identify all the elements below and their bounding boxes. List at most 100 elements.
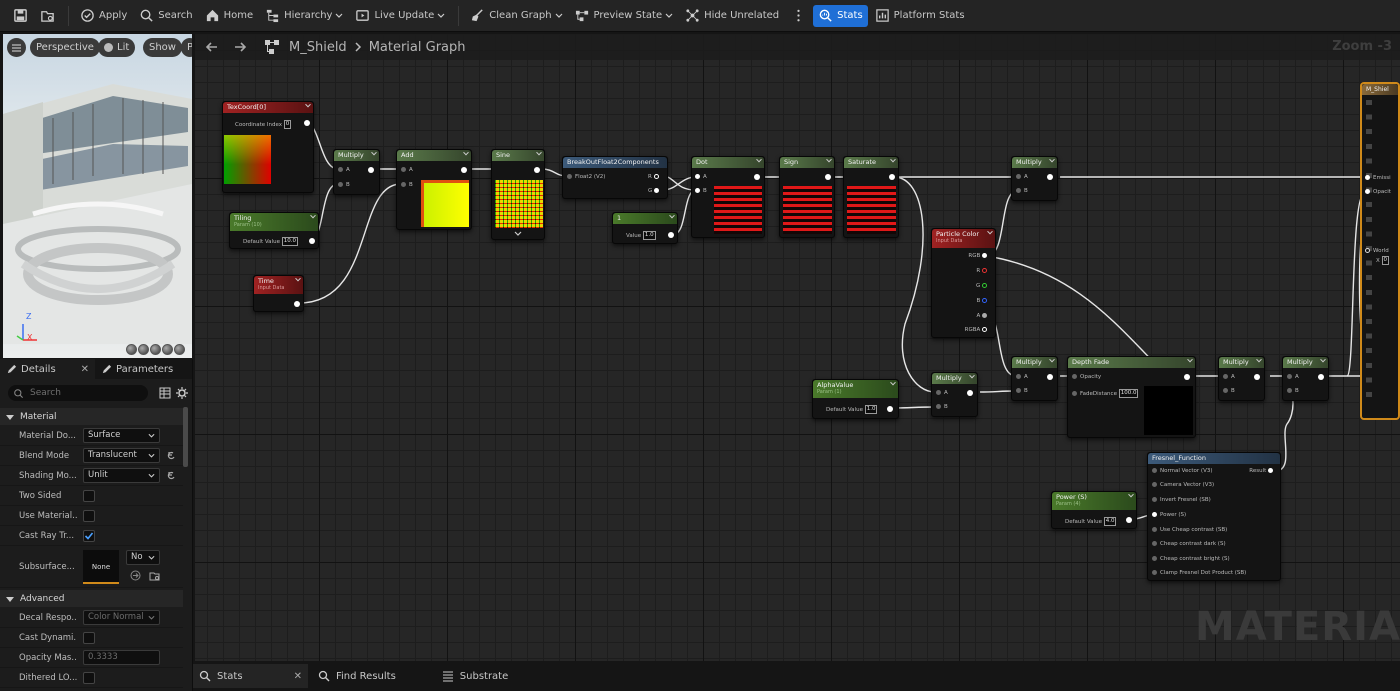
fresnel-invert-pin[interactable]: Invert Fresnel (SB) bbox=[1152, 497, 1211, 504]
platform-stats-button[interactable]: Platform Stats bbox=[870, 5, 970, 27]
browse-button[interactable] bbox=[35, 5, 60, 27]
multiply-pin-a[interactable]: A bbox=[936, 390, 948, 397]
add-node[interactable]: Add A B bbox=[396, 149, 472, 230]
breakout-g-pin[interactable]: G bbox=[648, 188, 662, 195]
constant-output-pin[interactable] bbox=[668, 232, 674, 238]
saturate-output-pin[interactable] bbox=[889, 174, 895, 180]
use-selected-icon[interactable] bbox=[130, 570, 141, 581]
hide-unrelated-button[interactable]: Hide Unrelated bbox=[680, 5, 784, 27]
multiply-pin-a[interactable]: A bbox=[338, 167, 350, 174]
dot-output-pin[interactable] bbox=[754, 174, 760, 180]
table-view-icon[interactable] bbox=[159, 387, 171, 399]
multiply-node[interactable]: Multiply A B bbox=[931, 372, 978, 417]
more-options-button[interactable] bbox=[786, 5, 811, 27]
show-button[interactable]: Show bbox=[143, 38, 182, 57]
perspective-button[interactable]: Perspective bbox=[30, 38, 100, 57]
depth-fade-opacity-pin[interactable]: Opacity bbox=[1072, 374, 1101, 381]
tab-stats[interactable]: Stats ✕ bbox=[193, 664, 308, 688]
fresnel-result-pin[interactable]: Result bbox=[1249, 468, 1276, 475]
multiply-pin-a[interactable]: A bbox=[1223, 374, 1235, 381]
forward-arrow-icon[interactable] bbox=[233, 40, 247, 54]
preview-mesh-selector[interactable] bbox=[126, 344, 185, 355]
multiply-pin-b[interactable]: B bbox=[1016, 388, 1028, 395]
add-pin-b[interactable]: B bbox=[401, 182, 413, 189]
dot-pin-b[interactable]: B bbox=[695, 188, 707, 195]
fresnel-contrast-dark-pin[interactable]: Cheap contrast dark (S) bbox=[1152, 541, 1226, 548]
multiply-output-pin[interactable] bbox=[1047, 174, 1053, 180]
multiply-output-pin[interactable] bbox=[967, 390, 973, 396]
depth-fade-node[interactable]: Depth Fade Opacity FadeDistance 100.0 bbox=[1067, 356, 1196, 438]
reset-arrow-icon[interactable] bbox=[166, 451, 176, 461]
multiply-output-pin[interactable] bbox=[1254, 374, 1260, 380]
tab-find-results[interactable]: Find Results bbox=[312, 664, 402, 688]
particle-a-pin[interactable]: A bbox=[976, 313, 990, 320]
multiply-pin-a[interactable]: A bbox=[1287, 374, 1299, 381]
saturate-node[interactable]: Saturate bbox=[843, 156, 899, 238]
particle-r-pin[interactable]: R bbox=[976, 268, 990, 275]
fresnel-camera-pin[interactable]: Camera Vector (V3) bbox=[1152, 482, 1214, 489]
multiply-node[interactable]: Multiply A B bbox=[1282, 356, 1329, 401]
opacity-mask-input[interactable]: 0.3333 bbox=[83, 650, 160, 665]
result-world-pin[interactable]: World bbox=[1365, 248, 1389, 255]
material-result-node[interactable]: M_Shiel Emissi Opacit World X 0 bbox=[1360, 82, 1400, 420]
power-node[interactable]: Power (S)Param (4) Default Value 4.0 bbox=[1051, 491, 1137, 529]
add-output-pin[interactable] bbox=[461, 167, 467, 173]
chevron-down-icon[interactable] bbox=[514, 231, 522, 237]
sign-output-pin[interactable] bbox=[825, 174, 831, 180]
texcoord-node[interactable]: TexCoord[0] Coordinate Index 0 bbox=[222, 101, 314, 193]
decal-response-combo[interactable]: Color Normal bbox=[83, 610, 160, 625]
particle-rgba-pin[interactable]: RGBA bbox=[965, 327, 990, 334]
breakout-input-pin[interactable]: Float2 (V2) bbox=[567, 174, 605, 181]
breakout-float2-node[interactable]: BreakOutFloat2Components Float2 (V2) R G bbox=[562, 156, 668, 199]
close-icon[interactable]: ✕ bbox=[80, 363, 89, 375]
multiply-node[interactable]: Multiply A B bbox=[1218, 356, 1265, 401]
depth-fade-distance-pin[interactable]: FadeDistance 100.0 bbox=[1072, 389, 1139, 398]
texcoord-output-pin[interactable] bbox=[304, 120, 310, 126]
preview-state-button[interactable]: Preview State bbox=[570, 5, 679, 27]
tab-details[interactable]: Details ✕ bbox=[0, 359, 95, 379]
tab-substrate[interactable]: Substrate bbox=[436, 664, 514, 688]
multiply-pin-b[interactable]: B bbox=[936, 404, 948, 411]
multiply-pin-b[interactable]: B bbox=[1287, 388, 1299, 395]
particle-b-pin[interactable]: B bbox=[976, 298, 990, 305]
multiply-node[interactable]: Multiply A B bbox=[333, 149, 380, 195]
fresnel-cheap-contrast-pin[interactable]: Use Cheap contrast (SB) bbox=[1152, 527, 1227, 534]
browse-icon[interactable] bbox=[149, 570, 160, 581]
material-graph-canvas[interactable]: M_Shield Material Graph Zoom -3 TexCoord… bbox=[195, 34, 1400, 661]
use-material-checkbox[interactable] bbox=[83, 510, 95, 522]
search-button[interactable]: Search bbox=[134, 5, 197, 27]
stats-toggle-button[interactable]: Stats bbox=[813, 4, 868, 27]
multiply-pin-a[interactable]: A bbox=[1016, 374, 1028, 381]
depth-fade-output-pin[interactable] bbox=[1184, 374, 1190, 380]
result-world-x-field[interactable]: X 0 bbox=[1376, 256, 1390, 265]
blend-mode-combo[interactable]: Translucent bbox=[83, 448, 160, 463]
add-pin-a[interactable]: A bbox=[401, 167, 413, 174]
clean-graph-button[interactable]: Clean Graph bbox=[465, 5, 567, 27]
viewport-cut-button[interactable]: P bbox=[181, 38, 192, 57]
depth-fade-distance-value[interactable]: 100.0 bbox=[1118, 389, 1139, 398]
breakout-r-pin[interactable]: R bbox=[648, 174, 662, 181]
hierarchy-button[interactable]: Hierarchy bbox=[260, 5, 348, 27]
tab-parameters[interactable]: Parameters bbox=[95, 359, 179, 379]
fresnel-power-pin[interactable]: Power (S) bbox=[1152, 512, 1186, 519]
home-button[interactable]: Home bbox=[200, 5, 259, 27]
tiling-output-pin[interactable] bbox=[309, 238, 315, 244]
multiply-pin-b[interactable]: B bbox=[1016, 188, 1028, 195]
subsurface-thumbnail[interactable]: None bbox=[83, 550, 119, 584]
subsurface-combo[interactable]: No bbox=[126, 550, 160, 565]
multiply-output-pin[interactable] bbox=[1318, 374, 1324, 380]
multiply-pin-a[interactable]: A bbox=[1016, 174, 1028, 181]
breadcrumb-asset[interactable]: M_Shield bbox=[289, 39, 347, 55]
section-material[interactable]: Material bbox=[0, 408, 183, 425]
multiply-node[interactable]: Multiply A B bbox=[1011, 156, 1058, 201]
particle-rgb-pin[interactable]: RGB bbox=[968, 253, 990, 260]
lit-button[interactable]: Lit bbox=[98, 38, 136, 57]
result-emissive-pin[interactable]: Emissi bbox=[1365, 175, 1391, 182]
preview-viewport[interactable]: Perspective Lit Show P Z X bbox=[3, 34, 192, 358]
alpha-default-value[interactable]: 1.0 bbox=[864, 405, 878, 414]
multiply-pin-b[interactable]: B bbox=[338, 182, 350, 189]
time-output-pin[interactable] bbox=[294, 301, 300, 307]
constant-value[interactable]: 1.0 bbox=[642, 231, 656, 240]
